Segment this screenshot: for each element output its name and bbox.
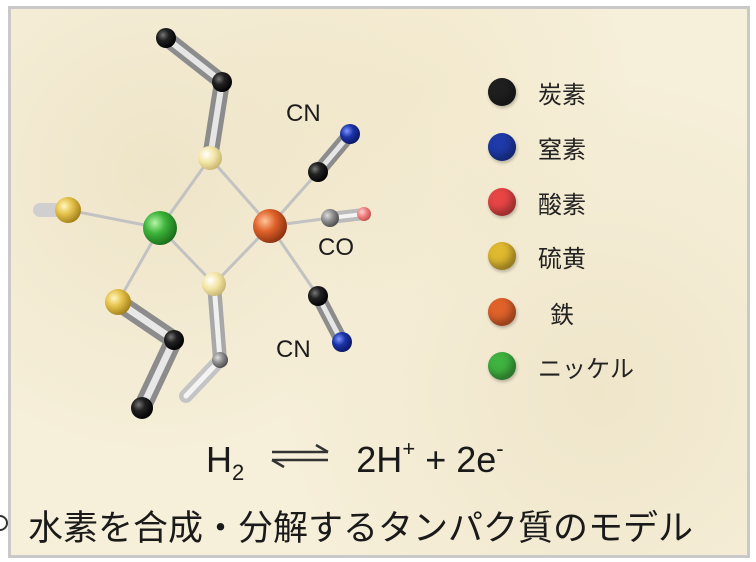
legend-item-carbon: 炭素: [488, 72, 586, 112]
carbon-atom: [212, 72, 232, 92]
equation-subscript: 2: [232, 460, 245, 485]
nitrogen-atom: [340, 124, 360, 144]
legend-label: 硫黄: [538, 244, 586, 273]
legend-label: 鉄: [550, 300, 574, 329]
legend-label: 窒素: [538, 135, 586, 164]
equation-proton: 2H: [356, 439, 403, 480]
label-cn-top: CN: [286, 100, 321, 127]
legend-item-iron: 鉄: [488, 292, 574, 332]
carbon-atom: [308, 286, 328, 306]
carbon-atom: [131, 397, 153, 419]
equation-superscript-minus: -: [496, 436, 504, 461]
core-bonds: [67, 157, 331, 303]
iron-atom: [253, 209, 287, 243]
sulfur-atom: [198, 146, 222, 170]
legend-item-oxygen: 酸素: [488, 182, 586, 222]
equation-h: H: [206, 439, 232, 480]
equation-electron: 2e: [456, 439, 497, 480]
nickel-atom: [143, 211, 177, 245]
nitrogen-dot-icon: [488, 133, 516, 161]
legend-label: 炭素: [538, 80, 586, 109]
nickel-dot-icon: [488, 352, 516, 380]
carbon-atom: [156, 28, 176, 48]
carbon-atom: [212, 352, 228, 368]
equilibrium-arrow-icon: [271, 444, 329, 468]
legend-item-sulfur: 硫黄: [488, 236, 586, 276]
reaction-equation: H2 2H+ + 2e-: [206, 436, 504, 486]
partial-circle-mark: [0, 515, 8, 531]
legend-item-nickel: ニッケル: [488, 346, 634, 386]
label-cn-bottom: CN: [276, 336, 311, 363]
sulfur-atom: [202, 272, 226, 296]
legend-label: ニッケル: [538, 354, 634, 383]
oxygen-atom: [357, 207, 371, 221]
atoms: [55, 28, 371, 419]
iron-dot-icon: [488, 298, 516, 326]
equation-plus: +: [425, 439, 447, 480]
nitrogen-atom: [332, 332, 352, 352]
oxygen-dot-icon: [488, 188, 516, 216]
sulfur-atom: [105, 289, 131, 315]
carbon-atom: [308, 162, 328, 182]
stick-bonds: [33, 30, 370, 417]
legend-item-nitrogen: 窒素: [488, 127, 586, 167]
sulfur-dot-icon: [488, 242, 516, 270]
carbon-dot-icon: [488, 78, 516, 106]
legend-label: 酸素: [538, 190, 586, 219]
figure-caption: 水素を合成・分解するタンパク質のモデル: [28, 509, 694, 549]
figure-panel: [8, 6, 750, 558]
equation-superscript-plus: +: [402, 436, 416, 461]
carbon-atom: [321, 209, 339, 227]
carbon-atom: [164, 330, 184, 350]
sulfur-atom: [55, 197, 81, 223]
label-co: CO: [318, 234, 354, 261]
